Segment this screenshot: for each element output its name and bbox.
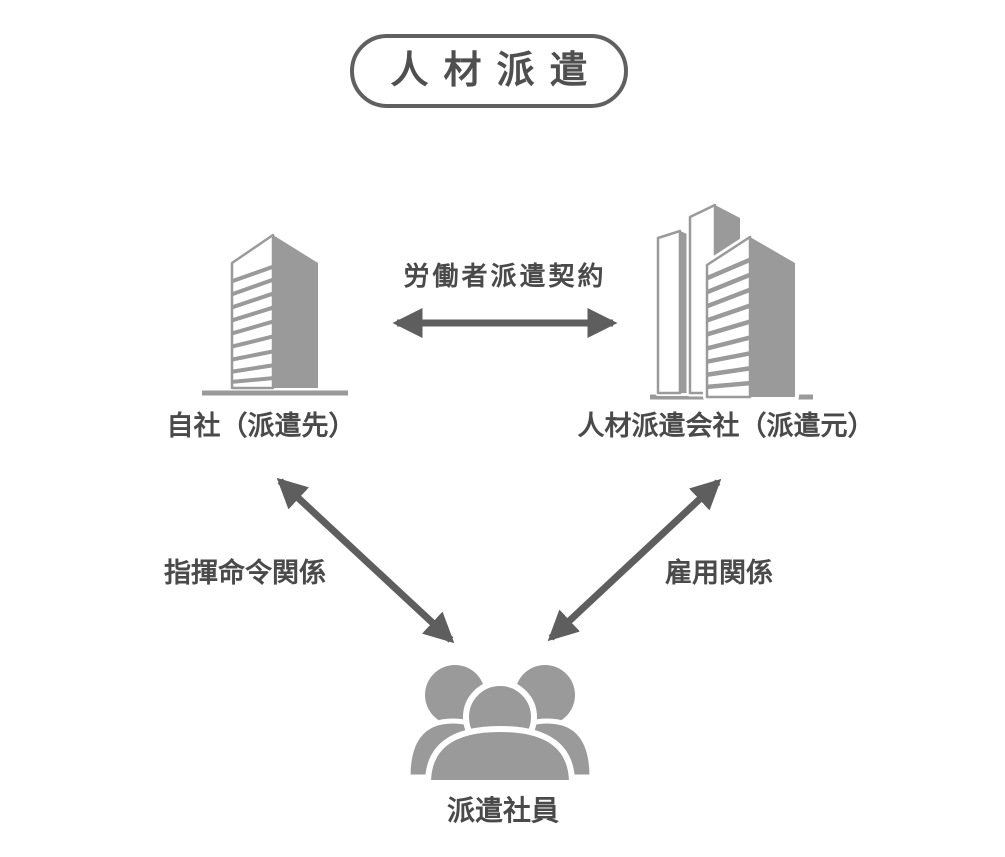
employment-relation-label: 雇用関係 [665, 558, 773, 588]
office-building-icon [202, 233, 348, 396]
staffing-company-label: 人材派遣会社（派遣元） [577, 411, 875, 441]
dispatch-contract-label: 労働者派遣契約 [403, 261, 607, 291]
office-towers-icon [650, 201, 813, 401]
diagram-title: 人材派遣 [390, 50, 603, 92]
command-relation-label: 指揮命令関係 [164, 558, 326, 588]
people-group-icon [405, 665, 595, 785]
dispatched-worker-label: 派遣社員 [446, 795, 560, 826]
title-pill: 人材派遣 [350, 34, 628, 108]
client-company-label: 自社（派遣先） [166, 411, 356, 441]
